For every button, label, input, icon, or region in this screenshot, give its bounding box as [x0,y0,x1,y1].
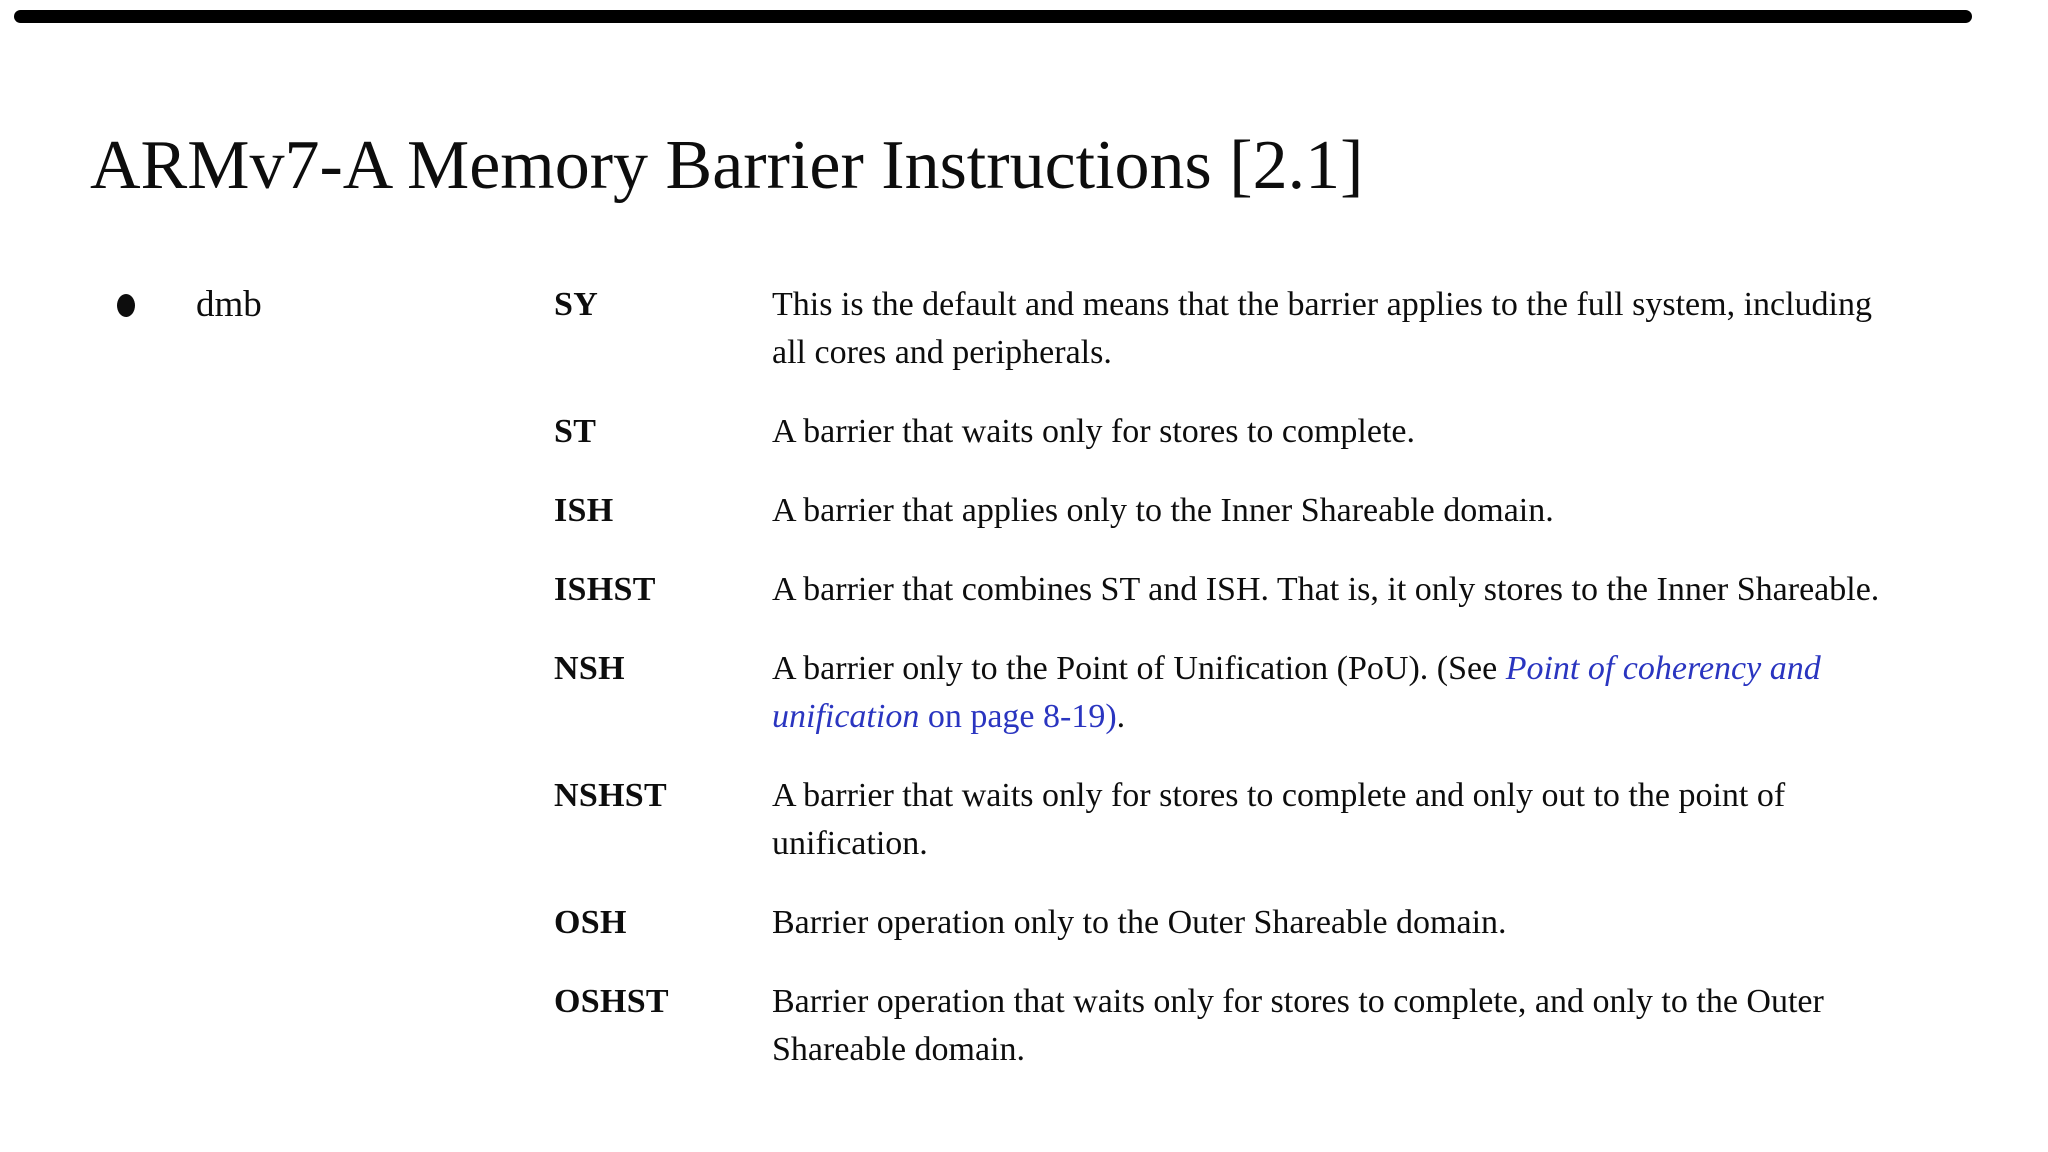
barrier-option-label: NSH [554,650,625,687]
barrier-option-label: ISHST [554,571,656,608]
description-text: A barrier that waits only for stores to … [772,413,1415,450]
description-text: This is the default and means that the b… [772,286,1873,323]
description-text: A barrier that waits only for stores to … [772,777,1786,814]
barrier-option-row: SY This is the default and means that the… [554,281,2044,377]
bullet-icon [117,293,135,317]
barrier-option-row: NSH A barrier only to the Point of Unific… [554,645,2044,741]
barrier-option-row: OSHST Barrier operation that waits only f… [554,978,2044,1074]
description-text: A barrier that applies only to the Inner… [772,492,1554,529]
barrier-option-row: ISHST A barrier that combines ST and ISH.… [554,566,2044,614]
barrier-option-description: This is the default and means that the b… [772,281,2044,377]
description-text: Barrier operation that waits only for st… [772,983,1824,1020]
bullet-item-dmb: dmb [117,281,262,329]
cross-reference-link[interactable]: on page 8-19 [919,698,1106,735]
barrier-option-label: OSHST [554,983,669,1020]
description-text: Shareable domain. [772,1031,1026,1068]
description-text: . [1116,698,1126,735]
cross-reference-link[interactable]: ) [1105,698,1117,735]
description-text: Barrier operation only to the Outer Shar… [772,904,1507,941]
barrier-options-table: SY This is the default and means that the… [554,281,2044,1105]
barrier-option-row: OSH Barrier operation only to the Outer S… [554,899,2044,947]
description-text: all cores and peripherals. [772,334,1112,371]
cross-reference-link[interactable]: Point of coherency and [1505,650,1821,687]
top-bar [14,10,1972,23]
cross-reference-link[interactable]: unification [772,698,920,735]
barrier-option-description: Barrier operation only to the Outer Shar… [772,899,2044,947]
barrier-option-row: ST A barrier that waits only for stores t… [554,408,2044,456]
bullet-label: dmb [196,284,262,325]
description-text: A barrier only to the Point of Unificati… [772,650,1506,687]
page-title: ARMv7-A Memory Barrier Instructions [2.1… [90,127,1364,204]
barrier-option-description: Barrier operation that waits only for st… [772,978,2044,1074]
barrier-option-label: OSH [554,904,627,941]
barrier-option-row: ISH A barrier that applies only to the In… [554,487,2044,535]
barrier-option-description: A barrier that applies only to the Inner… [772,487,2044,535]
description-text: unification. [772,825,928,862]
description-text: A barrier that combines ST and ISH. That… [772,571,1880,608]
barrier-option-label: SY [554,286,599,323]
barrier-option-label: ST [554,413,597,450]
barrier-option-description: A barrier that waits only for stores to … [772,772,2044,868]
barrier-option-description: A barrier only to the Point of Unificati… [772,645,2044,741]
barrier-option-label: ISH [554,492,614,529]
barrier-option-description: A barrier that combines ST and ISH. That… [772,566,2044,614]
barrier-option-label: NSHST [554,777,667,814]
barrier-option-description: A barrier that waits only for stores to … [772,408,2044,456]
barrier-option-row: NSHST A barrier that waits only for store… [554,772,2044,868]
